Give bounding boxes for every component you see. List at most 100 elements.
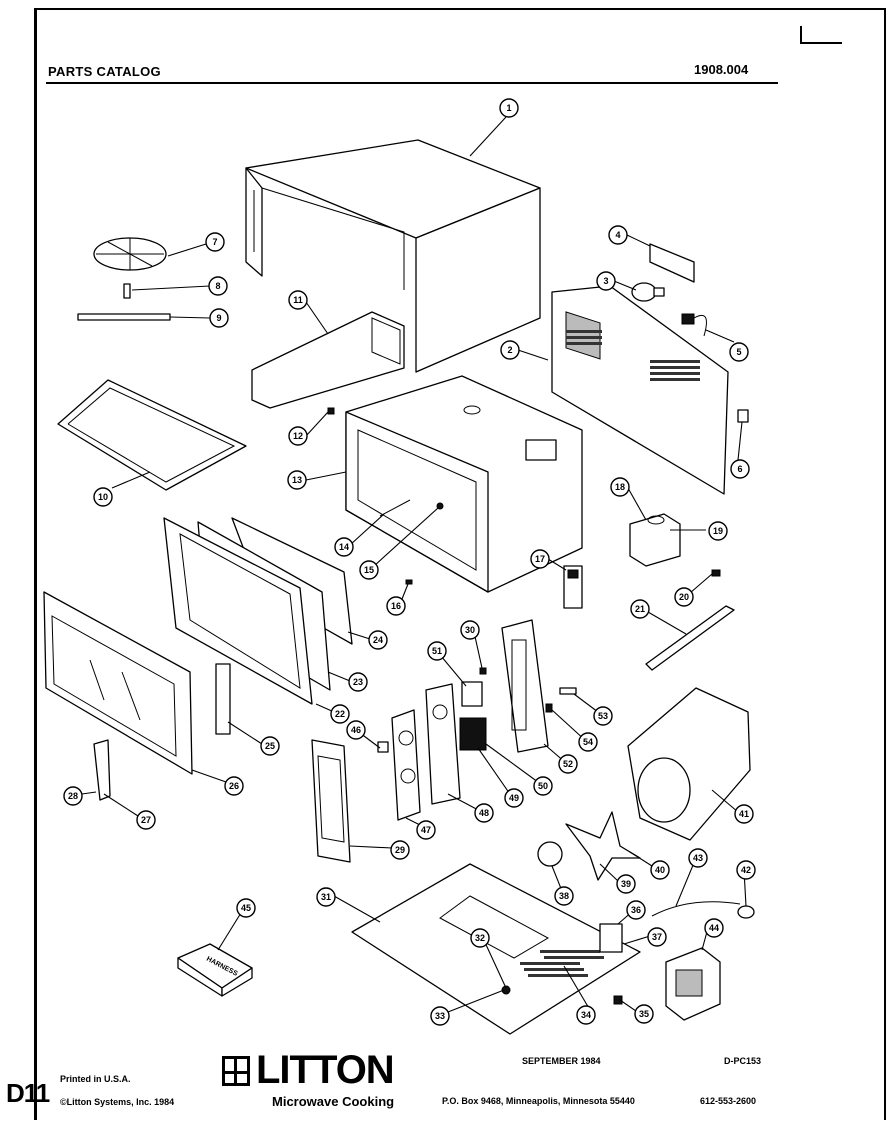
callout-18: 18 xyxy=(610,477,630,497)
svg-text:19: 19 xyxy=(713,526,723,536)
svg-text:40: 40 xyxy=(655,865,665,875)
callout-20: 20 xyxy=(674,587,694,607)
header-rule xyxy=(46,82,778,84)
svg-text:25: 25 xyxy=(265,741,275,751)
callout-25: 25 xyxy=(260,736,280,756)
callout-19: 19 xyxy=(708,521,728,541)
part-back-panel xyxy=(551,285,729,495)
part-blower-fan xyxy=(565,811,641,881)
callout-50: 50 xyxy=(533,776,553,796)
brand-name: LITTON xyxy=(256,1048,395,1092)
callout-39: 39 xyxy=(616,874,636,894)
part-wire xyxy=(651,901,741,917)
part-circuit-panel xyxy=(501,619,549,753)
svg-text:1: 1 xyxy=(506,103,511,113)
svg-text:5: 5 xyxy=(736,347,741,357)
corner-mark xyxy=(800,26,842,44)
svg-text:33: 33 xyxy=(435,1011,445,1021)
part-outer-cabinet xyxy=(245,139,541,373)
part-detail-20 xyxy=(711,569,721,577)
callout-52: 52 xyxy=(558,754,578,774)
callout-38: 38 xyxy=(554,886,574,906)
callout-34: 34 xyxy=(576,1005,596,1025)
svg-text:50: 50 xyxy=(538,781,548,791)
part-detail-14 xyxy=(379,499,411,517)
part-lamp xyxy=(631,282,665,302)
part-detail-54 xyxy=(545,703,553,713)
printed-in: Printed in U.S.A. xyxy=(60,1074,131,1084)
catalog-title: PARTS CATALOG xyxy=(48,64,161,79)
svg-text:44: 44 xyxy=(709,923,719,933)
litton-logo-icon xyxy=(222,1056,250,1086)
callout-45: 45 xyxy=(236,898,256,918)
phone-number: 612-553-2600 xyxy=(700,1096,757,1106)
part-magnetron xyxy=(629,513,681,567)
svg-text:32: 32 xyxy=(475,933,485,943)
svg-text:48: 48 xyxy=(479,808,489,818)
callout-10: 10 xyxy=(93,487,113,507)
part-door-frames xyxy=(163,517,353,705)
part-fan-motor xyxy=(537,841,563,867)
part-door xyxy=(43,591,193,775)
part-screw-12 xyxy=(327,407,335,415)
callout-17: 17 xyxy=(530,549,550,569)
part-heatsink xyxy=(459,717,487,751)
callout-8: 8 xyxy=(208,276,228,296)
callout-28: 28 xyxy=(63,786,83,806)
part-air-duct xyxy=(251,311,405,409)
svg-text:6: 6 xyxy=(737,464,742,474)
svg-text:37: 37 xyxy=(652,932,662,942)
callout-27: 27 xyxy=(136,810,156,830)
part-latch xyxy=(93,739,111,801)
svg-text:3: 3 xyxy=(603,276,608,286)
svg-text:14: 14 xyxy=(339,542,349,552)
svg-text:31: 31 xyxy=(321,892,331,902)
callout-2: 2 xyxy=(500,340,520,360)
part-relay xyxy=(461,681,483,707)
svg-text:9: 9 xyxy=(216,313,221,323)
svg-text:23: 23 xyxy=(353,677,363,687)
callout-54: 54 xyxy=(578,732,598,752)
svg-text:17: 17 xyxy=(535,554,545,564)
callout-9: 9 xyxy=(209,308,229,328)
callout-53: 53 xyxy=(593,706,613,726)
part-detail-30 xyxy=(479,667,487,675)
part-transformer xyxy=(665,947,721,1021)
svg-text:11: 11 xyxy=(293,295,303,305)
callout-12: 12 xyxy=(288,426,308,446)
callout-33: 33 xyxy=(430,1006,450,1026)
callout-32: 32 xyxy=(470,928,490,948)
part-thermal-cutout xyxy=(681,313,707,337)
part-thermostat xyxy=(737,905,755,919)
svg-text:28: 28 xyxy=(68,791,78,801)
part-door-hinge xyxy=(215,663,231,735)
svg-text:43: 43 xyxy=(693,853,703,863)
callout-7: 7 xyxy=(205,232,225,252)
page-code: D11 xyxy=(6,1078,50,1108)
svg-text:36: 36 xyxy=(631,905,641,915)
callout-6: 6 xyxy=(730,459,750,479)
callout-47: 47 xyxy=(416,820,436,840)
address: P.O. Box 9468, Minneapolis, Minnesota 55… xyxy=(442,1096,635,1106)
callout-23: 23 xyxy=(348,672,368,692)
svg-text:52: 52 xyxy=(563,759,573,769)
part-detail-15 xyxy=(436,502,444,510)
callout-3: 3 xyxy=(596,271,616,291)
callout-1: 1 xyxy=(499,98,519,118)
part-detail-33 xyxy=(501,985,511,995)
svg-text:13: 13 xyxy=(292,475,302,485)
part-bracket xyxy=(649,243,695,283)
part-panel-board xyxy=(425,683,461,805)
svg-text:41: 41 xyxy=(739,809,749,819)
svg-text:38: 38 xyxy=(559,891,569,901)
part-small-knob xyxy=(737,409,749,423)
copyright: ©Litton Systems, Inc. 1984 xyxy=(60,1097,175,1107)
svg-text:27: 27 xyxy=(141,815,151,825)
publication-date: SEPTEMBER 1984 xyxy=(522,1056,601,1066)
svg-text:21: 21 xyxy=(635,604,645,614)
svg-text:49: 49 xyxy=(509,793,519,803)
callout-36: 36 xyxy=(626,900,646,920)
callout-22: 22 xyxy=(330,704,350,724)
svg-text:34: 34 xyxy=(581,1010,591,1020)
